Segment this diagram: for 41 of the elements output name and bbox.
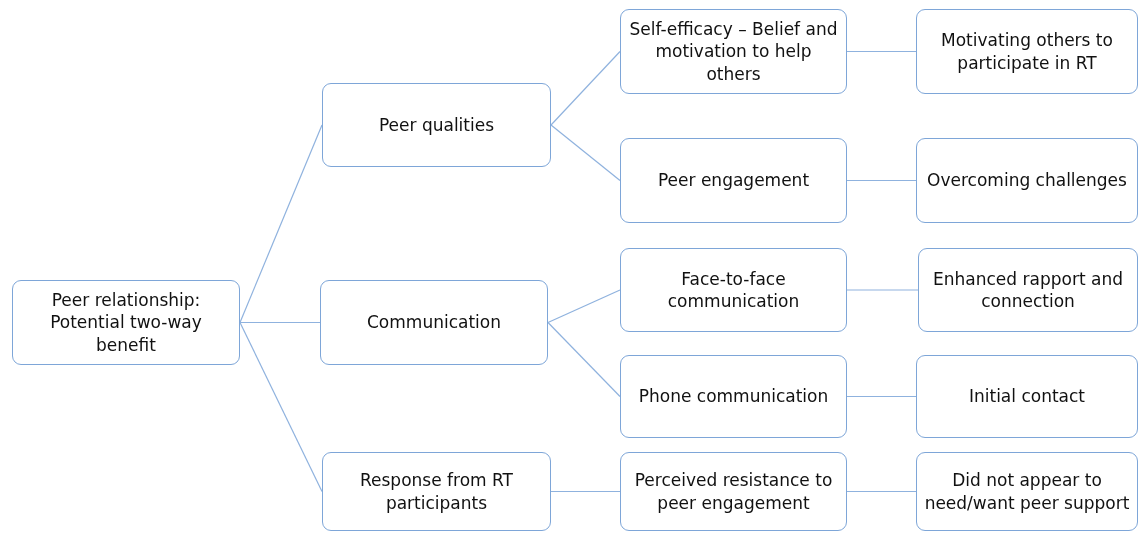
- text-box: [620, 355, 847, 438]
- text-box: [620, 9, 847, 94]
- box-label: Communication: [367, 311, 501, 334]
- connector-line: [846, 490, 917, 493]
- connector-line: [239, 124, 323, 324]
- connector-line: [550, 490, 621, 493]
- text-box: [322, 452, 551, 531]
- connector-line: [550, 124, 621, 182]
- box-label: Peer engagement: [657, 169, 810, 192]
- text-box: [918, 248, 1138, 332]
- text-box: [620, 452, 847, 531]
- text-box: [620, 138, 847, 223]
- connector-line: [846, 50, 917, 53]
- box-label: Enhanced rapport and connection: [932, 267, 1124, 313]
- box-label: Response from RT participants: [359, 469, 514, 514]
- connector-line: [846, 289, 919, 291]
- connector-line: [547, 321, 621, 398]
- text-box: [916, 355, 1138, 438]
- connector-line: [846, 179, 917, 182]
- text-box: [620, 248, 847, 332]
- connector-line: [547, 289, 621, 324]
- text-box: [322, 83, 551, 167]
- box-label: Perceived resistance to peer engagement: [633, 469, 834, 514]
- box-label: Face-to-face communication: [666, 267, 801, 313]
- text-box: [916, 138, 1138, 223]
- box-label: Motivating others to participate in RT: [940, 29, 1114, 74]
- text-box: [916, 452, 1138, 531]
- text-box: [320, 280, 548, 365]
- connector-line: [239, 321, 323, 493]
- box-label: Initial contact: [968, 385, 1086, 408]
- box-label: Peer relationship: Potential two-way benefit: [49, 289, 203, 356]
- box-label: Overcoming challenges: [927, 169, 1127, 192]
- box-label: Self-efficacy – Belief and motivation to help others: [628, 18, 839, 85]
- connector-line: [239, 321, 321, 324]
- text-box: [916, 9, 1138, 94]
- text-box: [12, 280, 240, 365]
- connector-line: [550, 50, 621, 126]
- box-label: Peer qualities: [378, 113, 495, 137]
- box-label: Did not appear to need/want peer support: [923, 469, 1131, 514]
- box-label: Phone communication: [638, 385, 829, 408]
- connector-line: [846, 395, 917, 398]
